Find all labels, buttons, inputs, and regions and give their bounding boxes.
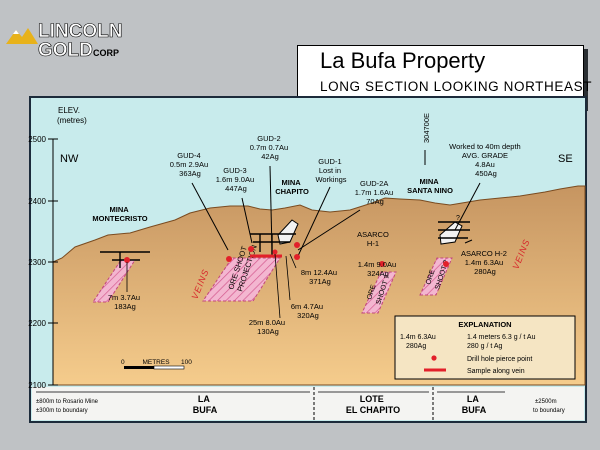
tick-label-2200: 2200 — [28, 319, 46, 328]
boundary-right-note: ±2500m to boundary — [533, 399, 565, 414]
sample-25m-label: 25m 8.0Au 130Ag — [249, 318, 287, 336]
scale-label: METRES — [142, 359, 170, 366]
axis-title-line2: (metres) — [57, 116, 87, 125]
santa-nino-question: ? — [456, 215, 460, 222]
ore-shoot-montecristo — [92, 259, 136, 303]
gud2a-label: GUD-2A 1.7m 1.6Au 70Ag — [355, 179, 395, 206]
zone-la-bufa-2: LA BUFA — [462, 394, 487, 415]
gud1-label: GUD-1 Lost in Workings — [315, 157, 346, 184]
tick-label-2400: 2400 — [28, 197, 46, 206]
logo-line2: GOLD — [38, 40, 93, 61]
zone-lote-el-chapito: LOTE EL CHAPITO — [346, 394, 400, 415]
gud2-label: GUD-2 0.7m 0.7Au 42Ag — [250, 134, 290, 161]
direction-nw: NW — [60, 153, 79, 165]
shoot1-line1: ORE — [366, 284, 377, 301]
mina-chapito-label: MINA CHAPITO — [275, 178, 309, 196]
mina-santa-nino-label: MINA SANTA NINO — [407, 177, 453, 195]
scale-zero: 0 — [121, 359, 125, 366]
gud4-label: GUD-4 0.5m 2.9Au 363Ag — [170, 151, 210, 178]
zone-la-bufa-1: LA BUFA — [193, 394, 218, 415]
easting-label: 304700E — [422, 113, 431, 143]
legend-pierce-label: Drill hole pierce point — [467, 356, 532, 363]
title-main: La Bufa Property — [320, 48, 486, 73]
explanation-title: EXPLANATION — [458, 320, 511, 329]
ore-shoot-2 — [419, 257, 453, 296]
leader-lines — [126, 253, 297, 319]
sample-8m-label: 8m 12.4Au 371Ag — [301, 268, 339, 286]
axis-title-line1: ELEV. — [58, 106, 80, 115]
explanation-example-right: 1.4 meters 6.3 g / t Au 280 g / t Ag — [467, 334, 537, 350]
legend-pierce-icon — [431, 355, 437, 361]
shoot2-line1: ORE — [425, 269, 436, 286]
ore-shoot-1 — [361, 271, 397, 314]
title-sub: LONG SECTION LOOKING NORTHEAST — [320, 79, 593, 94]
lincoln-gold-logo: LINCOLN GOLD CORP — [6, 21, 123, 61]
ore-shoot-projection — [202, 257, 281, 302]
explanation-example-left: 1.4m 6.3Au 280Ag — [400, 334, 438, 350]
boundary-left-note: ±800m to Rosario Mine ±300m to boundary — [36, 399, 100, 414]
drill-holes — [191, 165, 481, 257]
asarco-h1-label: ASARCO H-1 1.4m 9.0Au 324Ag — [357, 230, 398, 278]
scale-bar: 0 METRES 100 — [121, 359, 192, 370]
sample-7m-label: 7m 3.7Au 183Ag — [108, 293, 142, 311]
worked-label: Worked to 40m depth AVG. GRADE 4.8Au 450… — [449, 142, 523, 178]
logo-line3: CORP — [93, 48, 119, 58]
tick-label-2300: 2300 — [28, 258, 46, 267]
logo-line1: LINCOLN — [38, 21, 122, 42]
tick-label-2100: 2100 — [28, 381, 46, 390]
direction-se: SE — [558, 153, 573, 165]
mina-montecristo-label: MINA MONTECRISTO — [92, 205, 147, 223]
gud3-label: GUD-3 1.6m 9.0Au 447Ag — [216, 166, 256, 193]
boundary-strip — [32, 387, 584, 420]
axis-ticks — [48, 138, 58, 386]
boundary-dividers — [313, 387, 434, 420]
asarco-h2-label: ASARCO H-2 1.4m 6.3Au 280Ag — [461, 249, 509, 276]
sample-6m-label: 6m 4.7Au 320Ag — [291, 302, 325, 320]
santa-nino-workings — [438, 221, 470, 239]
scale-hundred: 100 — [181, 359, 192, 366]
legend-sample-label: Sample along vein — [467, 368, 525, 375]
logo-mountain-icon — [6, 28, 38, 44]
tick-label-2500: 2500 — [28, 135, 46, 144]
pierce-points — [124, 242, 449, 267]
